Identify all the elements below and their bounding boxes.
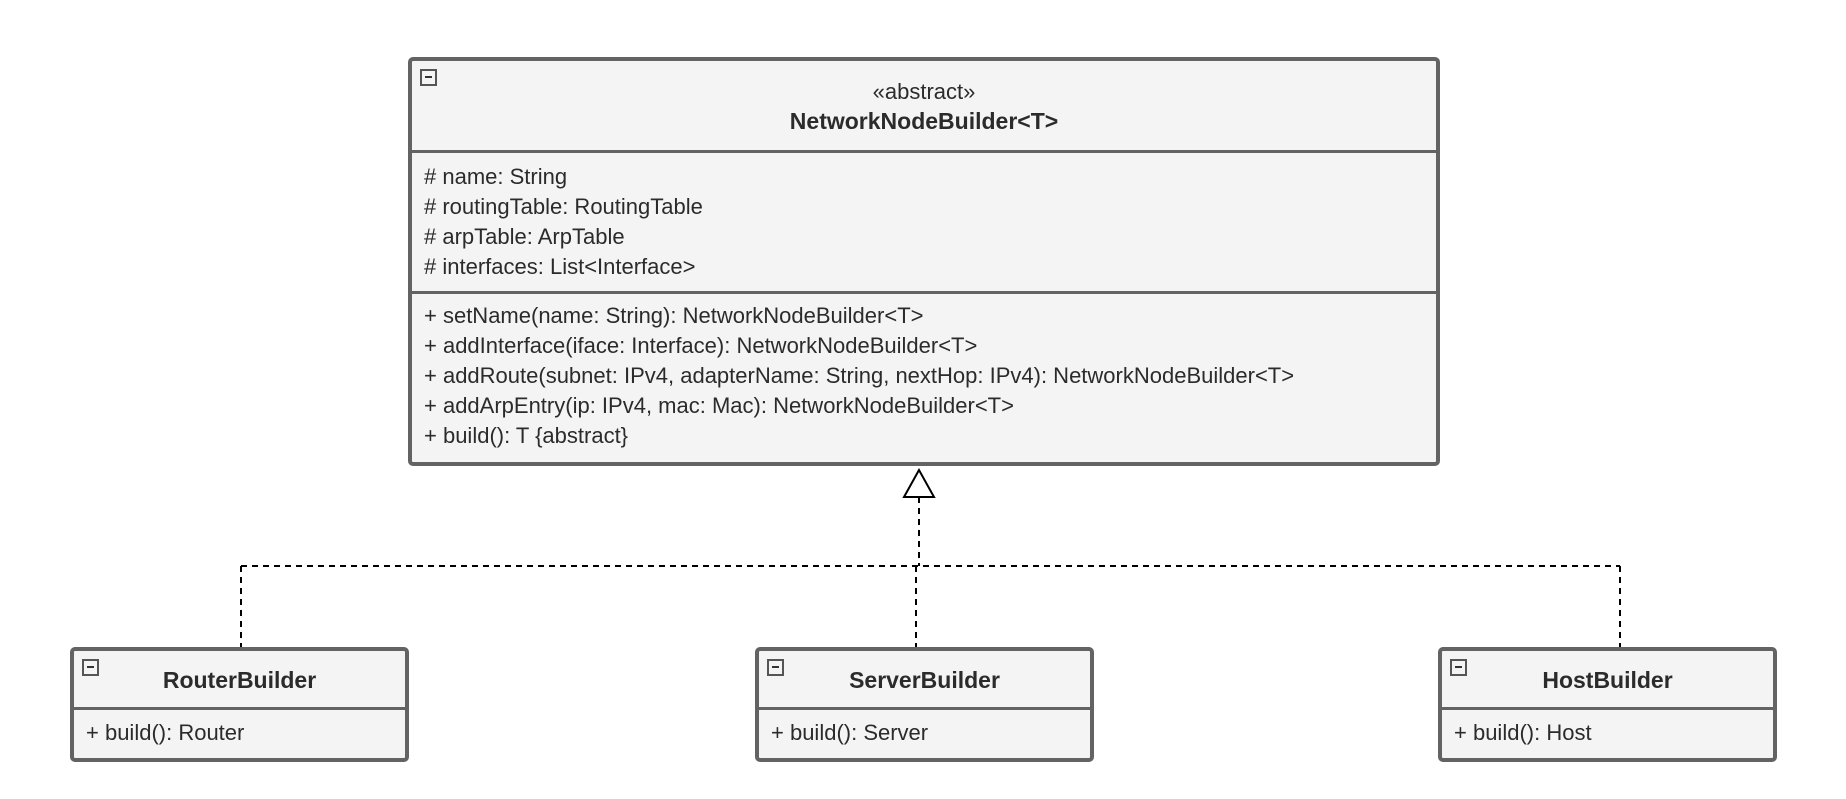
realization-arrowhead bbox=[902, 467, 936, 498]
class-name: ServerBuilder bbox=[849, 667, 1000, 693]
collapse-icon[interactable] bbox=[767, 659, 784, 676]
attribute-interfaces: # interfaces: List<Interface> bbox=[424, 254, 696, 279]
operation-build: + build(): Host bbox=[1454, 720, 1592, 745]
class-name: RouterBuilder bbox=[162, 667, 317, 693]
operations-compartment: + build(): Host bbox=[1442, 707, 1773, 748]
attribute-routing-table: # routingTable: RoutingTable bbox=[424, 194, 703, 219]
stereotype-label: «abstract» bbox=[872, 79, 976, 104]
class-header: ServerBuilder bbox=[759, 651, 1090, 707]
attributes-compartment: # name: String # routingTable: RoutingTa… bbox=[412, 150, 1436, 291]
operations-compartment: + setName(name: String): NetworkNodeBuil… bbox=[412, 291, 1436, 451]
class-server-builder[interactable]: ServerBuilder + build(): Server bbox=[755, 647, 1094, 762]
operation-build: + build(): Router bbox=[86, 720, 245, 745]
operation-build: + build(): Server bbox=[771, 720, 929, 745]
attribute-name: # name: String bbox=[424, 164, 568, 189]
class-network-node-builder[interactable]: «abstract» NetworkNodeBuilder<T> # name:… bbox=[408, 57, 1440, 466]
collapse-icon[interactable] bbox=[420, 69, 437, 86]
class-header: RouterBuilder bbox=[74, 651, 405, 707]
operation-add-interface: + addInterface(iface: Interface): Networ… bbox=[424, 333, 978, 358]
operation-add-arp-entry: + addArpEntry(ip: IPv4, mac: Mac): Netwo… bbox=[424, 393, 1014, 418]
collapse-icon[interactable] bbox=[82, 659, 99, 676]
class-name: HostBuilder bbox=[1542, 667, 1673, 693]
attribute-arp-table: # arpTable: ArpTable bbox=[424, 224, 625, 249]
collapse-icon[interactable] bbox=[1450, 659, 1467, 676]
operation-build: + build(): T {abstract} bbox=[424, 423, 629, 448]
operations-compartment: + build(): Router bbox=[74, 707, 405, 748]
operation-add-route: + addRoute(subnet: IPv4, adapterName: St… bbox=[424, 363, 1295, 388]
class-header: HostBuilder bbox=[1442, 651, 1773, 707]
class-router-builder[interactable]: RouterBuilder + build(): Router bbox=[70, 647, 409, 762]
operation-set-name: + setName(name: String): NetworkNodeBuil… bbox=[424, 303, 924, 328]
class-host-builder[interactable]: HostBuilder + build(): Host bbox=[1438, 647, 1777, 762]
class-header: «abstract» NetworkNodeBuilder<T> bbox=[412, 61, 1436, 150]
class-name: NetworkNodeBuilder<T> bbox=[789, 108, 1059, 134]
operations-compartment: + build(): Server bbox=[759, 707, 1090, 748]
